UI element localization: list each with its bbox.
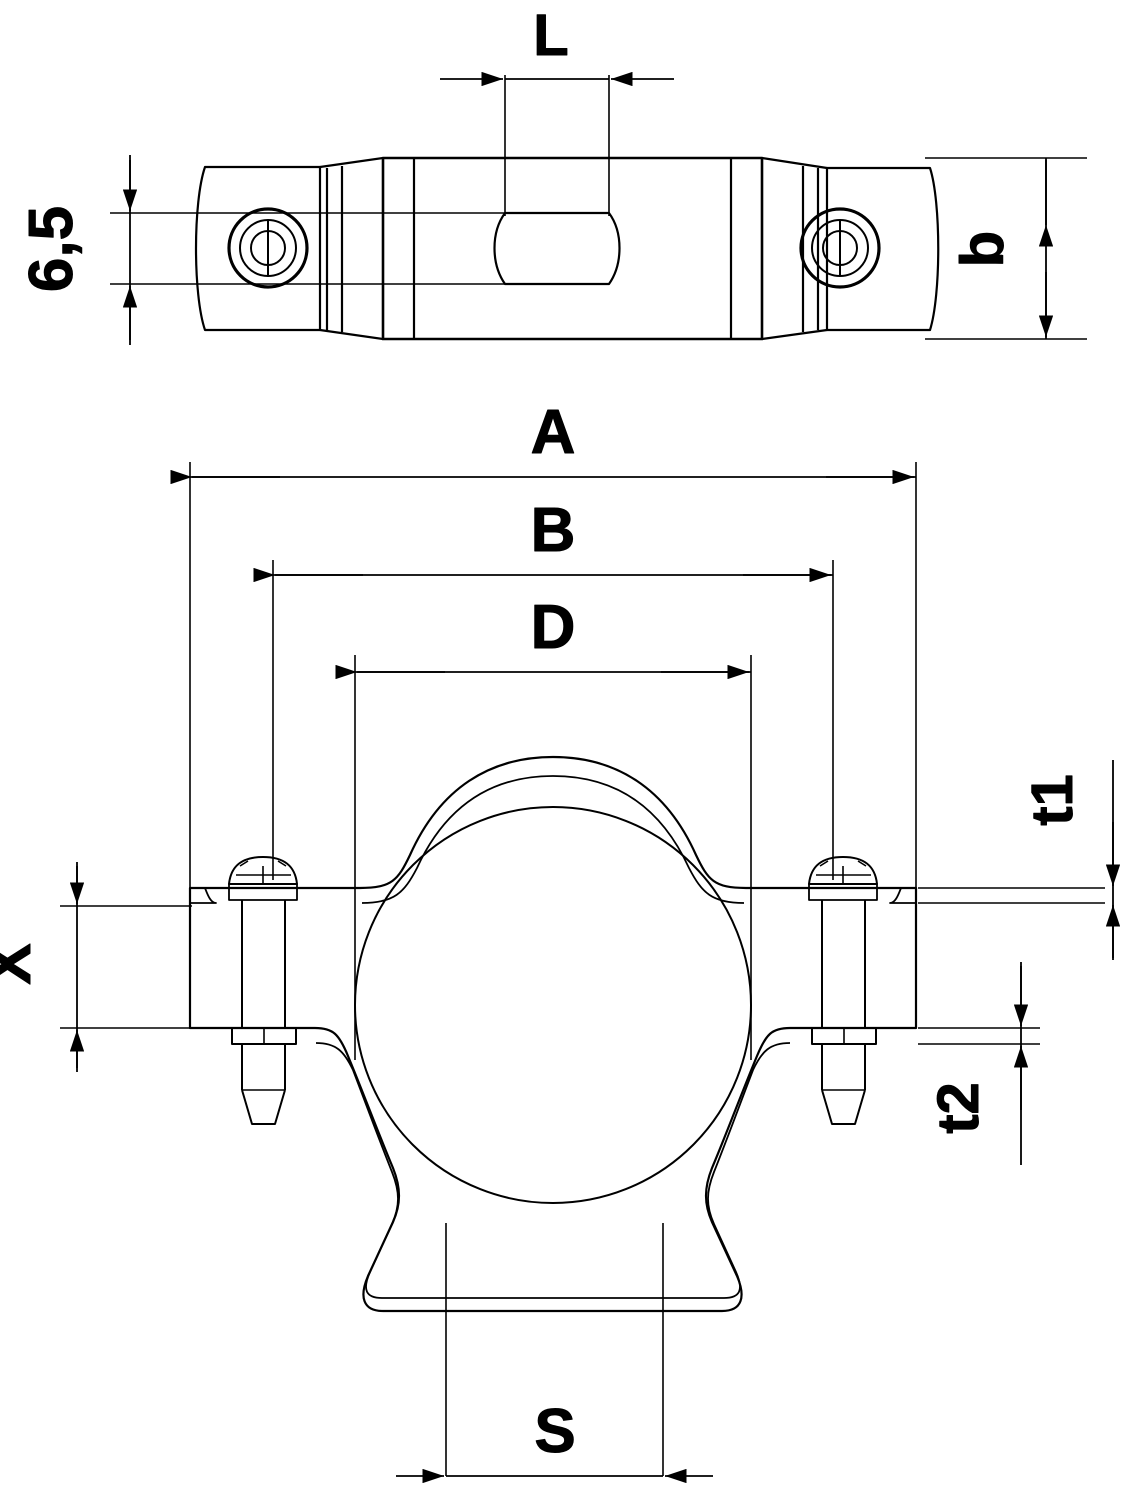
clamp-outer-profile — [188, 755, 918, 1313]
top-view-group — [110, 75, 1087, 341]
left-screw-head — [228, 856, 298, 885]
dimension-label-6-5: 6,5 — [17, 206, 86, 292]
right-flange-notch — [889, 887, 916, 904]
top-view-left-hole-outer — [227, 207, 309, 289]
dimension-A: A — [170, 398, 916, 485]
dimension-b: b — [949, 158, 1054, 339]
dimension-label-A: A — [531, 398, 576, 467]
dimension-label-S: S — [534, 1397, 575, 1466]
clamp-inner-profile — [361, 775, 745, 904]
clamp-inner-lower-right — [553, 1042, 791, 1299]
top-view-right-hole-outer — [799, 207, 881, 289]
left-screw-shank — [241, 900, 286, 1028]
left-screw-collar — [228, 883, 298, 901]
dimension-t2: t2 — [926, 962, 1029, 1165]
dimension-label-b: b — [949, 231, 1016, 268]
dimension-label-t1: t1 — [1020, 774, 1085, 826]
left-flange-notch — [190, 887, 217, 904]
right-screw-collar — [808, 883, 878, 901]
dimension-label-X: X — [0, 943, 44, 984]
top-view-center-slot — [493, 211, 621, 286]
dimension-X: X — [0, 862, 85, 1072]
right-screw-head — [808, 856, 878, 885]
clamp-pipe-circle — [354, 806, 752, 1204]
top-view-left-taper — [319, 156, 384, 341]
dimension-L: L — [440, 3, 674, 87]
right-screw-nut — [811, 1027, 877, 1045]
top-view-right-wing — [825, 166, 940, 332]
dimension-t1: t1 — [1020, 760, 1121, 960]
front-view-group — [60, 462, 1105, 1476]
right-screw-lower-shank — [821, 1044, 866, 1090]
dimension-label-D: D — [531, 593, 576, 662]
left-screw-tip — [241, 1089, 286, 1125]
left-screw-lower-shank — [241, 1044, 286, 1090]
top-view-right-taper — [761, 156, 828, 341]
dimension-S: S — [396, 1397, 713, 1484]
dimension-B: B — [253, 496, 833, 583]
dimension-D: D — [335, 593, 751, 680]
top-view-left-wing — [194, 165, 322, 332]
clamp-inner-lower-left — [315, 1042, 553, 1299]
right-screw-head-slot-2 — [819, 860, 867, 867]
right-screw-shank — [821, 900, 866, 1028]
right-screw-tip — [821, 1089, 866, 1125]
left-screw-head-slot-2 — [239, 860, 287, 867]
dimension-label-t2: t2 — [926, 1082, 991, 1134]
dimension-6-5: 6,5 — [17, 155, 138, 345]
dimension-label-L: L — [533, 3, 568, 68]
dimension-label-B: B — [531, 496, 576, 565]
top-view-center-band — [381, 156, 764, 341]
left-screw-nut — [231, 1027, 297, 1045]
